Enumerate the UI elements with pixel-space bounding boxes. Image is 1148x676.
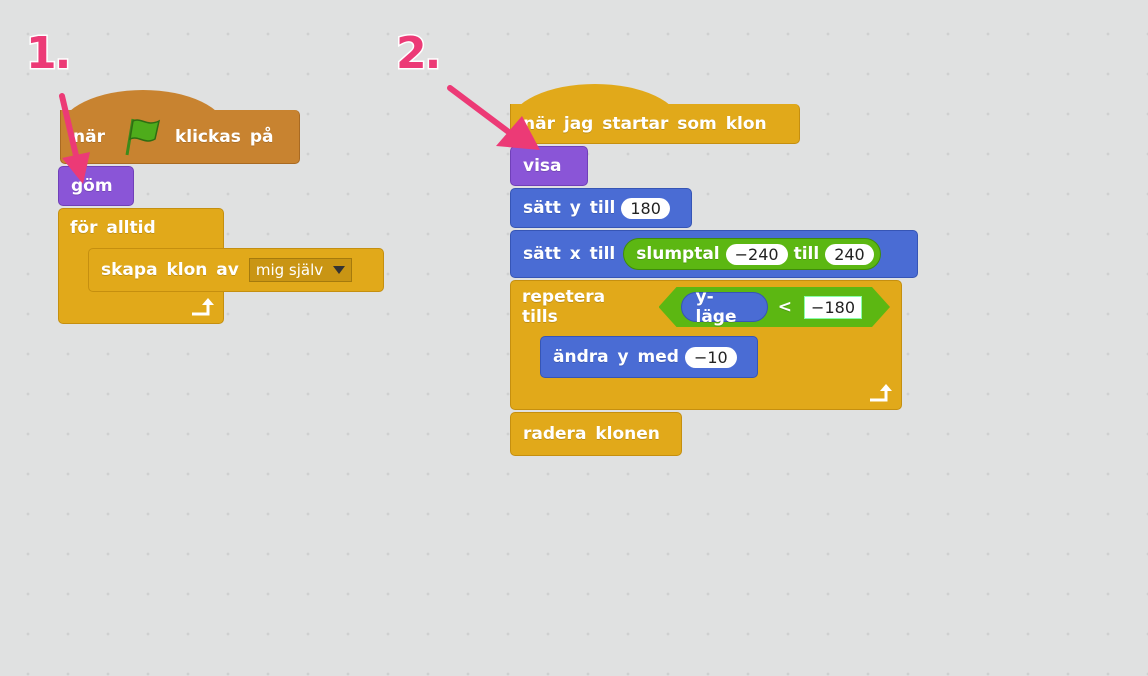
forever-label: för alltid	[70, 218, 156, 238]
y-position-label: y-läge	[695, 287, 737, 327]
random-from-input[interactable]: −240	[725, 243, 788, 265]
annotation-arrow-icon	[447, 85, 540, 150]
set-y-input[interactable]: 180	[621, 197, 670, 219]
when-flag-clicked-block[interactable]: när klickas på	[60, 110, 300, 164]
hat-suffix-text: klickas på	[174, 126, 274, 147]
y-position-reporter[interactable]: y-läge	[681, 292, 768, 322]
forever-header: för alltid	[58, 210, 224, 246]
show-block[interactable]: visa	[510, 146, 588, 186]
hide-block[interactable]: göm	[58, 166, 134, 206]
create-clone-block[interactable]: skapa klon av mig själv	[88, 248, 384, 292]
repeat-until-header: repetera tills y-läge < −180	[510, 282, 902, 332]
repeat-until-label: repetera tills	[522, 287, 606, 327]
green-flag-icon	[121, 117, 163, 157]
when-start-as-clone-block[interactable]: när jag startar som klon	[510, 104, 800, 144]
show-label: visa	[523, 156, 562, 176]
step-2-label: 2.	[394, 27, 442, 81]
loop-arrow-icon	[868, 382, 896, 408]
delete-clone-label: radera klonen	[523, 424, 660, 444]
compare-value-input[interactable]: −180	[804, 296, 862, 319]
less-than-operator[interactable]: y-läge < −180	[659, 287, 891, 327]
less-than-symbol: <	[777, 297, 793, 317]
annotation-arrow-icon	[59, 93, 90, 184]
set-x-block[interactable]: sätt x till slumptal −240 till 240	[510, 230, 918, 278]
random-to-input[interactable]: 240	[825, 243, 874, 265]
set-y-label: sätt y till	[523, 198, 616, 218]
create-clone-label: skapa klon av	[101, 260, 239, 280]
delete-clone-block[interactable]: radera klonen	[510, 412, 682, 456]
dropdown-arrow-icon	[333, 266, 346, 274]
clone-target-value: mig själv	[255, 261, 324, 279]
change-y-label: ändra y med	[553, 347, 679, 367]
change-y-block[interactable]: ändra y med −10	[540, 336, 758, 378]
set-x-label: sätt x till	[523, 244, 616, 264]
change-y-input[interactable]: −10	[684, 346, 737, 368]
clone-target-dropdown[interactable]: mig själv	[248, 258, 353, 282]
random-reporter[interactable]: slumptal −240 till 240	[623, 238, 881, 270]
clone-hat-label: när jag startar som klon	[523, 113, 767, 134]
random-to-label: till	[793, 244, 820, 264]
step-1-label: 1.	[24, 27, 72, 81]
set-y-block[interactable]: sätt y till 180	[510, 188, 692, 228]
hat-prefix-text: när	[73, 126, 105, 147]
loop-arrow-icon	[190, 296, 218, 322]
random-label: slumptal	[636, 244, 720, 264]
